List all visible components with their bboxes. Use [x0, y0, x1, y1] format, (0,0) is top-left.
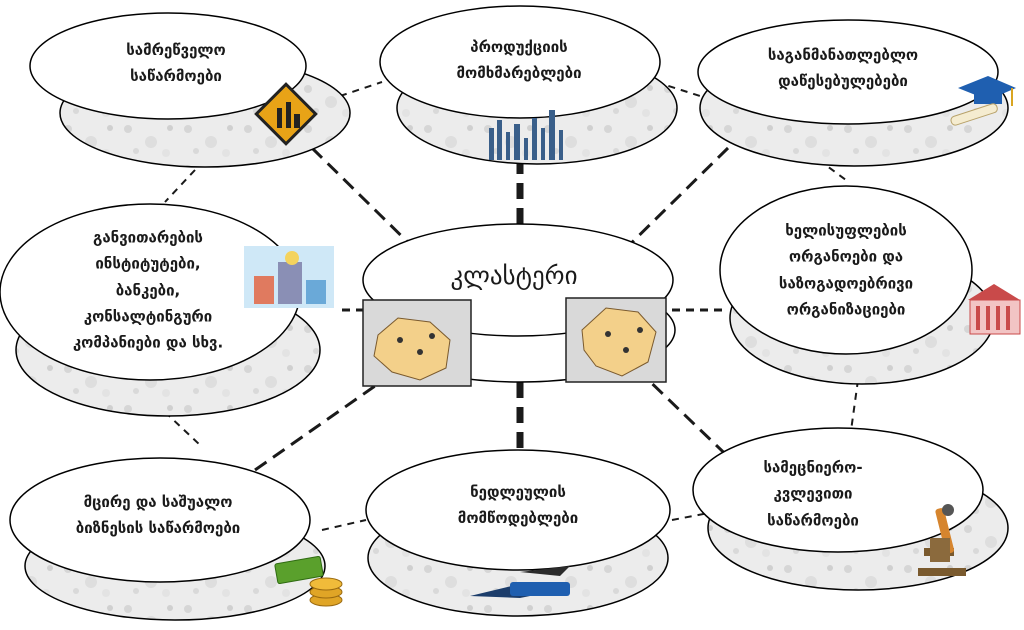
- label-finance: განვითარების ინსტიტუტები, ბანკები, კონსა…: [73, 224, 223, 355]
- disk-top: [9, 457, 311, 583]
- label-line: საწარმოები: [130, 67, 222, 85]
- ring-finance-sme: [164, 411, 201, 446]
- region-map-icon: [362, 297, 667, 387]
- label-line: ინსტიტუტები,: [95, 254, 201, 273]
- government-building-icon: [968, 284, 1021, 335]
- label-consumers: პროდუქციის მომხმარებლები: [456, 34, 581, 87]
- label-government: ხელისუფლების ორგანოები და საზოგადოებრივი…: [779, 218, 913, 323]
- label-line: პროდუქციის: [470, 37, 568, 56]
- label-line: კონსალტინგური: [83, 307, 213, 326]
- bank-building-icon: [244, 246, 334, 308]
- node-finance: [0, 203, 334, 417]
- label-line: სამრეწველო: [126, 40, 226, 59]
- label-line: ნედლეულის: [470, 482, 566, 501]
- ring-sme-suppliers: [321, 519, 367, 531]
- connector-sme: [254, 370, 396, 472]
- label-line: ბიზნესის საწარმოები: [75, 519, 241, 537]
- label-line: სამეცნიერო-: [763, 458, 863, 477]
- ring-manufacturing-finance: [164, 169, 196, 203]
- cluster-label: კლასტერი: [450, 261, 578, 291]
- disk-top: [379, 5, 661, 119]
- disk-top: [697, 19, 999, 125]
- label-research: სამეცნიერო- კვლევითი საწარმოები: [763, 455, 862, 534]
- label-line: მცირე და საშუალო: [83, 492, 233, 511]
- node-manufacturing: [29, 12, 351, 168]
- label-suppliers: ნედლეულის მომწოდებლები: [458, 479, 578, 532]
- label-line: ორგანიზაციები: [786, 300, 906, 319]
- node-government: [719, 185, 1021, 385]
- label-education: საგანმანათლებლო დაწესებულებები: [768, 42, 918, 95]
- node-sme: [9, 457, 343, 621]
- label-line: საწარმოები: [767, 511, 859, 530]
- ring-education-government: [807, 151, 847, 181]
- label-line: საზოგადოებრივი: [778, 274, 914, 292]
- label-line: დაწესებულებები: [778, 72, 908, 90]
- label-manufacturing: სამრეწველო საწარმოები: [126, 37, 225, 90]
- label-line: მომწოდებლები: [457, 509, 579, 527]
- node-consumers: [379, 5, 678, 165]
- airplane-logistics-icon: [470, 566, 570, 598]
- ring-government-research: [849, 379, 859, 439]
- cluster-center: [362, 223, 676, 387]
- disk-top: [692, 427, 984, 553]
- label-line: განვითარების: [93, 228, 203, 247]
- disk-top: [365, 449, 671, 571]
- node-suppliers: [365, 449, 671, 617]
- disk-top: [719, 185, 973, 355]
- label-line: ბანკები,: [115, 280, 181, 299]
- label-sme: მცირე და საშუალო ბიზნესის საწარმოები: [76, 489, 241, 542]
- graduation-cap-icon: [950, 76, 1016, 126]
- microscope-icon: [918, 504, 966, 576]
- disk-top: [29, 12, 307, 120]
- industry-warning-icon: [254, 82, 318, 146]
- node-research: [692, 427, 1009, 591]
- label-line: საგანმანათლებლო: [767, 45, 919, 64]
- label-line: ორგანოები და: [788, 247, 904, 266]
- label-line: ხელისუფლების: [785, 221, 907, 240]
- label-line: მომხმარებლები: [456, 64, 582, 82]
- label-line: კვლევითი: [773, 484, 853, 503]
- money-coins-icon: [274, 555, 343, 607]
- node-education: [697, 19, 1016, 167]
- label-line: კომპანიები და სხვ.: [72, 333, 224, 352]
- skyline-city-icon: [489, 110, 563, 160]
- ring-manufacturing-consumers: [339, 81, 383, 97]
